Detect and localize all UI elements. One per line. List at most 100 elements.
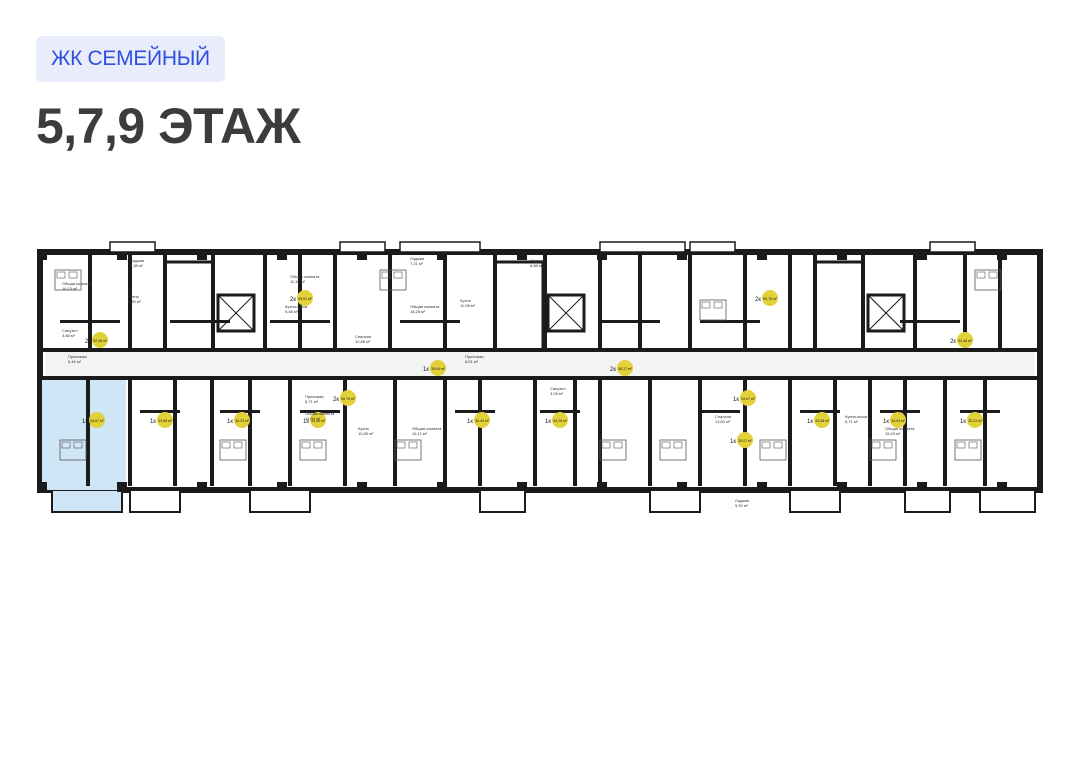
unit-room-count: 2к [85,339,91,345]
area-badge-icon [740,390,756,406]
area-badge-icon [552,412,568,428]
unit-room-count: 1к [545,419,551,425]
room-area: 10,86 м² [355,339,371,344]
room-name: Прихожая [465,354,484,359]
unit-room-count: 1к [733,397,739,403]
area-badge-icon [234,412,250,428]
unit-area: 55,91 м² [298,297,312,301]
room-name: Кухня [128,294,139,299]
unit-area: 35,23 м² [235,419,249,423]
room-area: 3,05 м² [550,391,564,396]
room-area: 6,71 м² [845,419,859,424]
unit-area: 34,67 м² [90,419,104,423]
room-name: Санузел [550,386,566,391]
room-area: 8,51 м² [465,359,479,364]
room-name: Общая комната [305,411,335,416]
area-badge-icon [967,412,983,428]
unit-room-count: 2к [950,339,956,345]
area-badge-icon [310,412,326,428]
room-area: 10,85 м² [358,431,374,436]
room-name: Общая комната [885,426,915,431]
bed-icon [954,439,982,461]
area-badge-icon [157,412,173,428]
bed-icon [699,299,727,321]
room-area: 5,48 м² [285,309,299,314]
unit-room-count: 2к [610,367,616,373]
unit-area: 52,48 м² [958,339,972,343]
bed-icon [759,439,787,461]
room-area: 8,90 м² [128,299,142,304]
unit-room-count: 1к [423,367,429,373]
room-name: Кухня [460,298,471,303]
unit-room-count: 2к [755,297,761,303]
unit-room-count: 1к [227,419,233,425]
room-area: 2,38 м² [130,263,144,268]
room-name: Кухня-ниша [285,304,308,309]
room-name: Лоджия [530,258,544,263]
unit-area: 33,58 м² [158,419,172,423]
area-badge-icon [430,360,446,376]
area-badge-icon [737,432,753,448]
unit-area: 55,78 м² [341,397,355,401]
room-area: 15,43 м² [885,431,901,436]
room-area: 13,60 м² [715,419,731,424]
area-badge-icon [762,290,778,306]
room-name: Спальня [715,414,731,419]
room-area: 16,13 м² [62,286,78,291]
room-area: 18,28 м² [410,309,426,314]
bed-icon [869,439,897,461]
area-badge-icon [474,412,490,428]
unit-room-count: 1к [807,419,813,425]
room-name: Общая комната [290,274,320,279]
project-badge: ЖК СЕМЕЙНЫЙ [36,36,225,82]
unit-room-count: 1к [467,419,473,425]
balconies [109,241,1036,513]
unit-room-count: 2к [290,297,296,303]
area-badge-icon [89,412,105,428]
unit-area: 34,98 м² [311,419,325,423]
bed-icon [59,439,87,461]
bed-icon [379,269,407,291]
room-name: Лоджия [735,498,749,503]
unit-room-count: 1к [303,419,309,425]
room-name: Прихожая [68,354,87,359]
area-badge-icon [957,332,973,348]
unit-area: 35,07 м² [738,439,752,443]
bed-icon [219,439,247,461]
room-name: Санузел [62,328,78,333]
unit-area: 39,28 м² [553,419,567,423]
area-badge-icon [297,290,313,306]
room-area: 6,88 м² [530,263,544,268]
unit-room-count: 1к [960,419,966,425]
